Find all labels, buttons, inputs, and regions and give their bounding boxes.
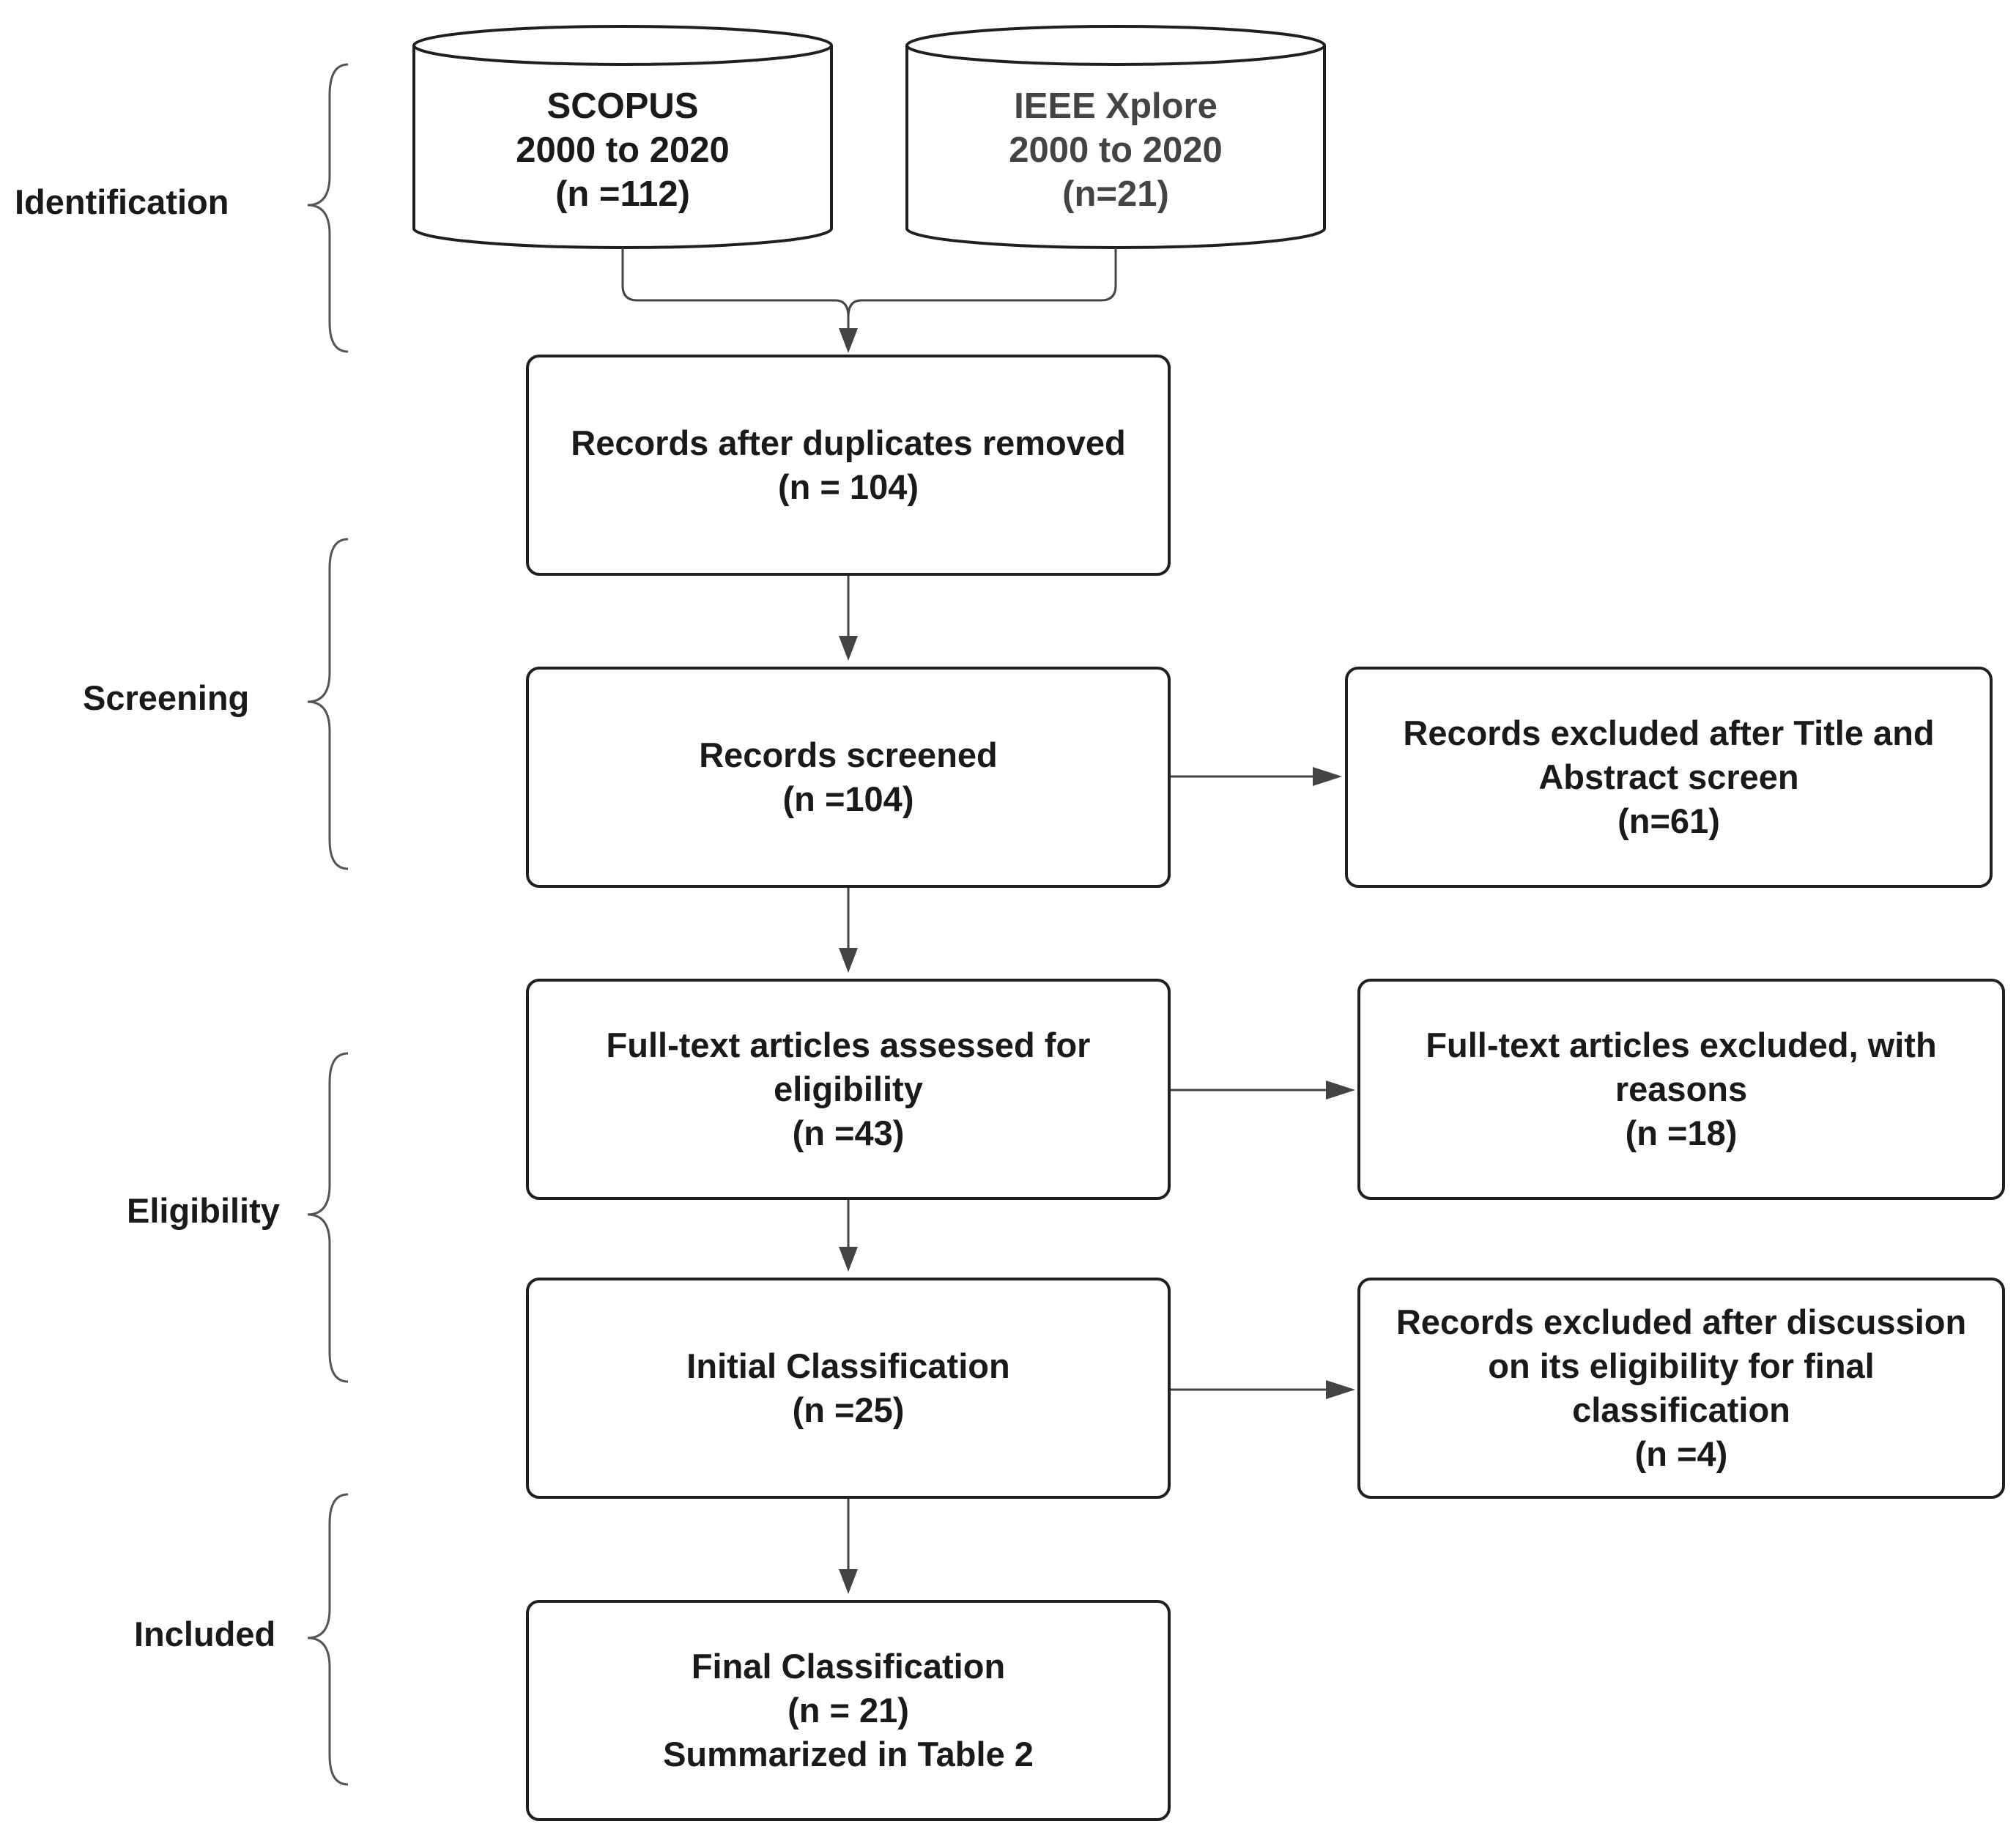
duplicates-removed-label: Records after duplicates removed bbox=[571, 423, 1126, 462]
fulltext-assessed-line1: Full-text articles assessed for bbox=[606, 1026, 1091, 1064]
stage-label-screening: Screening bbox=[83, 678, 250, 717]
brace-identification bbox=[307, 63, 349, 353]
stage-label-included: Included bbox=[134, 1615, 276, 1653]
stage-label-eligibility: Eligibility bbox=[127, 1191, 280, 1230]
box-fulltext-excluded: Full-text articles excluded, with reason… bbox=[1357, 979, 2005, 1200]
ieee-years: 2000 to 2020 bbox=[1009, 130, 1223, 170]
final-classification-count: (n = 21) bbox=[788, 1691, 909, 1730]
brace-eligibility bbox=[307, 1052, 349, 1383]
arrowhead-excluded-discussion bbox=[1326, 1380, 1355, 1399]
arrowhead-final bbox=[839, 1569, 858, 1594]
initial-classification-count: (n =25) bbox=[792, 1390, 905, 1429]
arrowhead-duplicates bbox=[839, 328, 858, 353]
arrowhead-excluded-title-abstract bbox=[1313, 767, 1342, 786]
excluded-discussion-count: (n =4) bbox=[1634, 1434, 1728, 1473]
records-screened-label: Records screened bbox=[699, 735, 998, 774]
scopus-database: SCOPUS 2000 to 2020 (n =112) bbox=[414, 73, 831, 227]
scopus-years: 2000 to 2020 bbox=[516, 130, 730, 170]
connector-scopus-to-merge bbox=[621, 248, 850, 317]
fulltext-excluded-line2: reasons bbox=[1615, 1070, 1748, 1108]
arrowhead-initial bbox=[839, 1247, 858, 1272]
excluded-discussion-line2: on its eligibility for final bbox=[1488, 1346, 1875, 1385]
arrowhead-screened bbox=[839, 636, 858, 661]
ieee-count: (n=21) bbox=[1062, 174, 1169, 214]
box-duplicates-removed: Records after duplicates removed (n = 10… bbox=[526, 355, 1171, 576]
box-records-screened: Records screened (n =104) bbox=[526, 667, 1171, 888]
scopus-name: SCOPUS bbox=[546, 86, 699, 126]
arrowhead-fulltext bbox=[839, 948, 858, 973]
ieee-name: IEEE Xplore bbox=[1014, 86, 1218, 126]
final-classification-note: Summarized in Table 2 bbox=[663, 1735, 1034, 1773]
ieee-database: IEEE Xplore 2000 to 2020 (n=21) bbox=[907, 73, 1324, 227]
brace-screening bbox=[307, 538, 349, 870]
excluded-discussion-line3: classification bbox=[1572, 1390, 1790, 1429]
scopus-database-top bbox=[412, 25, 833, 66]
excluded-title-abstract-line1: Records excluded after Title and bbox=[1403, 713, 1935, 752]
fulltext-assessed-line2: eligibility bbox=[774, 1070, 923, 1108]
scopus-count: (n =112) bbox=[555, 174, 690, 214]
brace-included bbox=[307, 1493, 349, 1786]
box-fulltext-assessed: Full-text articles assessed for eligibil… bbox=[526, 979, 1171, 1200]
stage-label-identification: Identification bbox=[15, 182, 229, 221]
duplicates-removed-count: (n = 104) bbox=[778, 467, 919, 506]
excluded-title-abstract-line2: Abstract screen bbox=[1538, 757, 1799, 796]
final-classification-label: Final Classification bbox=[691, 1647, 1006, 1686]
box-final-classification: Final Classification (n = 21) Summarized… bbox=[526, 1600, 1171, 1821]
fulltext-excluded-line1: Full-text articles excluded, with bbox=[1426, 1026, 1937, 1064]
ieee-database-top bbox=[905, 25, 1326, 66]
box-excluded-title-abstract: Records excluded after Title and Abstrac… bbox=[1345, 667, 1993, 888]
connector-ieee-to-merge bbox=[847, 248, 1117, 317]
fulltext-assessed-count: (n =43) bbox=[792, 1113, 905, 1152]
arrowhead-fulltext-excluded bbox=[1326, 1080, 1355, 1100]
fulltext-excluded-count: (n =18) bbox=[1625, 1113, 1738, 1152]
box-initial-classification: Initial Classification (n =25) bbox=[526, 1278, 1171, 1499]
excluded-title-abstract-count: (n=61) bbox=[1617, 801, 1720, 840]
excluded-discussion-line1: Records excluded after discussion bbox=[1396, 1302, 1967, 1341]
initial-classification-label: Initial Classification bbox=[686, 1346, 1010, 1385]
records-screened-count: (n =104) bbox=[782, 779, 914, 818]
box-excluded-discussion: Records excluded after discussion on its… bbox=[1357, 1278, 2005, 1499]
